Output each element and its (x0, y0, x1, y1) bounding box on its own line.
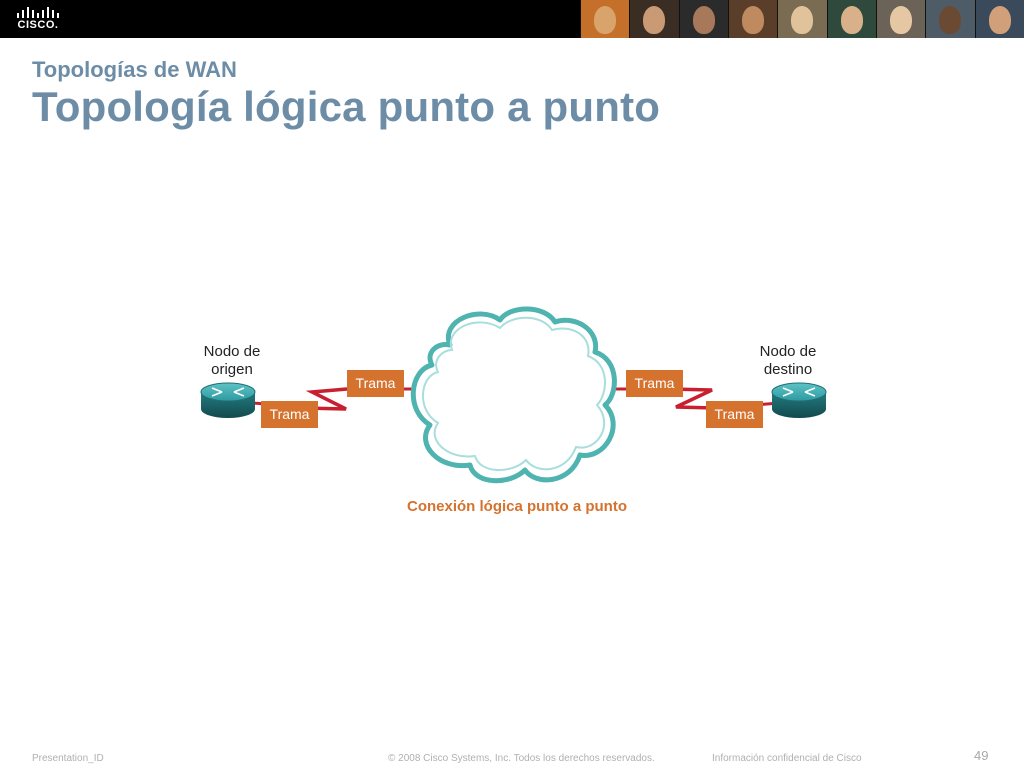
dest-node-label-line1: Nodo de (760, 343, 817, 360)
footer-copyright: © 2008 Cisco Systems, Inc. Todos los der… (388, 753, 655, 764)
person-icon (643, 6, 666, 34)
person-icon (988, 6, 1011, 34)
cloud-caption: Conexión lógica punto a punto (407, 498, 627, 515)
source-router-icon (200, 382, 256, 418)
header-photo (727, 0, 778, 38)
person-icon (791, 6, 814, 34)
footer-presentation-id: Presentation_ID (32, 753, 104, 764)
page-number: 49 (974, 748, 989, 763)
header-photo (629, 0, 679, 38)
brand-text: CISCO. (17, 19, 59, 31)
slide-subtitle: Topologías de WAN (32, 57, 237, 82)
header-photo (777, 0, 827, 38)
footer-confidential: Información confidencial de Cisco (712, 753, 862, 764)
frame-label: Trama (715, 406, 755, 422)
person-icon (939, 6, 962, 34)
frame-box-left-upper: Trama (347, 370, 404, 397)
frame-box-right-lower: Trama (706, 401, 763, 428)
header-photo (875, 0, 926, 38)
frame-label: Trama (635, 375, 675, 391)
frame-label: Trama (356, 375, 396, 391)
wan-cloud (410, 306, 617, 484)
header-photo (974, 0, 1024, 38)
header-photo (678, 0, 728, 38)
frame-box-left-lower: Trama (261, 401, 318, 428)
destination-router-icon (771, 382, 827, 418)
cisco-bars-icon (17, 7, 59, 18)
source-node-label-line1: Nodo de (204, 343, 261, 360)
person-icon (890, 6, 913, 34)
frame-label: Trama (270, 406, 310, 422)
cisco-logo: CISCO. (14, 5, 62, 33)
person-icon (742, 6, 765, 34)
dest-node-label-line2: destino (764, 361, 812, 378)
header-photo (580, 0, 630, 38)
source-node-label-line2: origen (211, 361, 253, 378)
slide-title: Topología lógica punto a punto (32, 83, 661, 130)
frame-box-right-upper: Trama (626, 370, 683, 397)
person-icon (840, 6, 863, 34)
header-bar: CISCO. (0, 0, 1024, 38)
header-photo (925, 0, 975, 38)
header-photo (826, 0, 876, 38)
photo-strip (580, 0, 1024, 38)
person-icon (594, 6, 617, 34)
person-icon (692, 6, 715, 34)
